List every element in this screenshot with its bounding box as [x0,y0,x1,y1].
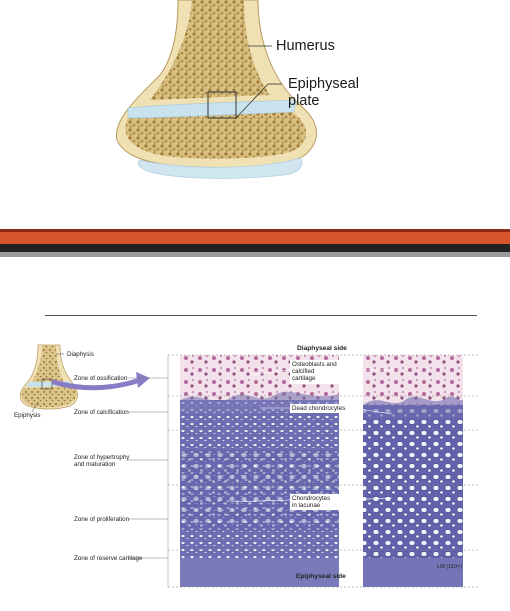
diaphyseal-side-label: Diaphyseal side [297,345,347,352]
humerus-figure: Humerus Epiphyseal plate [0,0,510,185]
epiphyseal-plate-label-line1: Epiphyseal [288,76,359,92]
zone-proliferation-label: Zone of proliferation [74,516,130,523]
annotation-osteoblasts-line2: calcified [292,368,315,375]
band-dark-red [0,229,510,232]
zone-calcification-label: Zone of calcification [74,409,129,416]
annotation-dead-chondrocytes: Dead chondrocytes [292,405,346,412]
zone-ossification-label: Zone of ossification [74,375,128,382]
growth-plate-figure: Diaphysis Epiphysis Diaphyseal side Epip… [0,330,510,590]
annotation-dead-chondrocytes-box [290,404,352,413]
zone-reserve-label: Zone of reserve cartilage [74,555,143,562]
annotation-osteoblasts-line1: Osteoblasts and [292,361,337,368]
annotation-chondrocytes-line2: in lacunae [292,502,321,509]
histology-illustration [19,344,480,588]
annotation-osteoblasts-box [290,360,350,384]
separator-line [45,315,477,316]
band-black [0,244,510,252]
zone-hypertrophy-label-line1: Zone of hypertrophy [74,454,130,461]
diaphysis-label: Diaphysis [67,351,94,358]
humerus-illustration [115,0,317,179]
epiphysis-label: Epiphysis [14,412,41,419]
epiphyseal-plate-label-line2: plate [288,93,320,109]
annotation-chondrocytes-line1: Chondrocytes [292,495,331,502]
magnification-label: LM (110×) [437,564,463,570]
band-orange [0,232,510,244]
epiphyseal-side-label: Epiphyseal side [296,573,346,580]
zone-hypertrophy-label-line2: and maturation [74,461,116,468]
annotation-chondrocytes-box [290,494,346,510]
annotation-osteoblasts-line3: cartilage [292,375,316,382]
band-shadow [0,252,510,257]
humerus-label: Humerus [276,38,335,54]
